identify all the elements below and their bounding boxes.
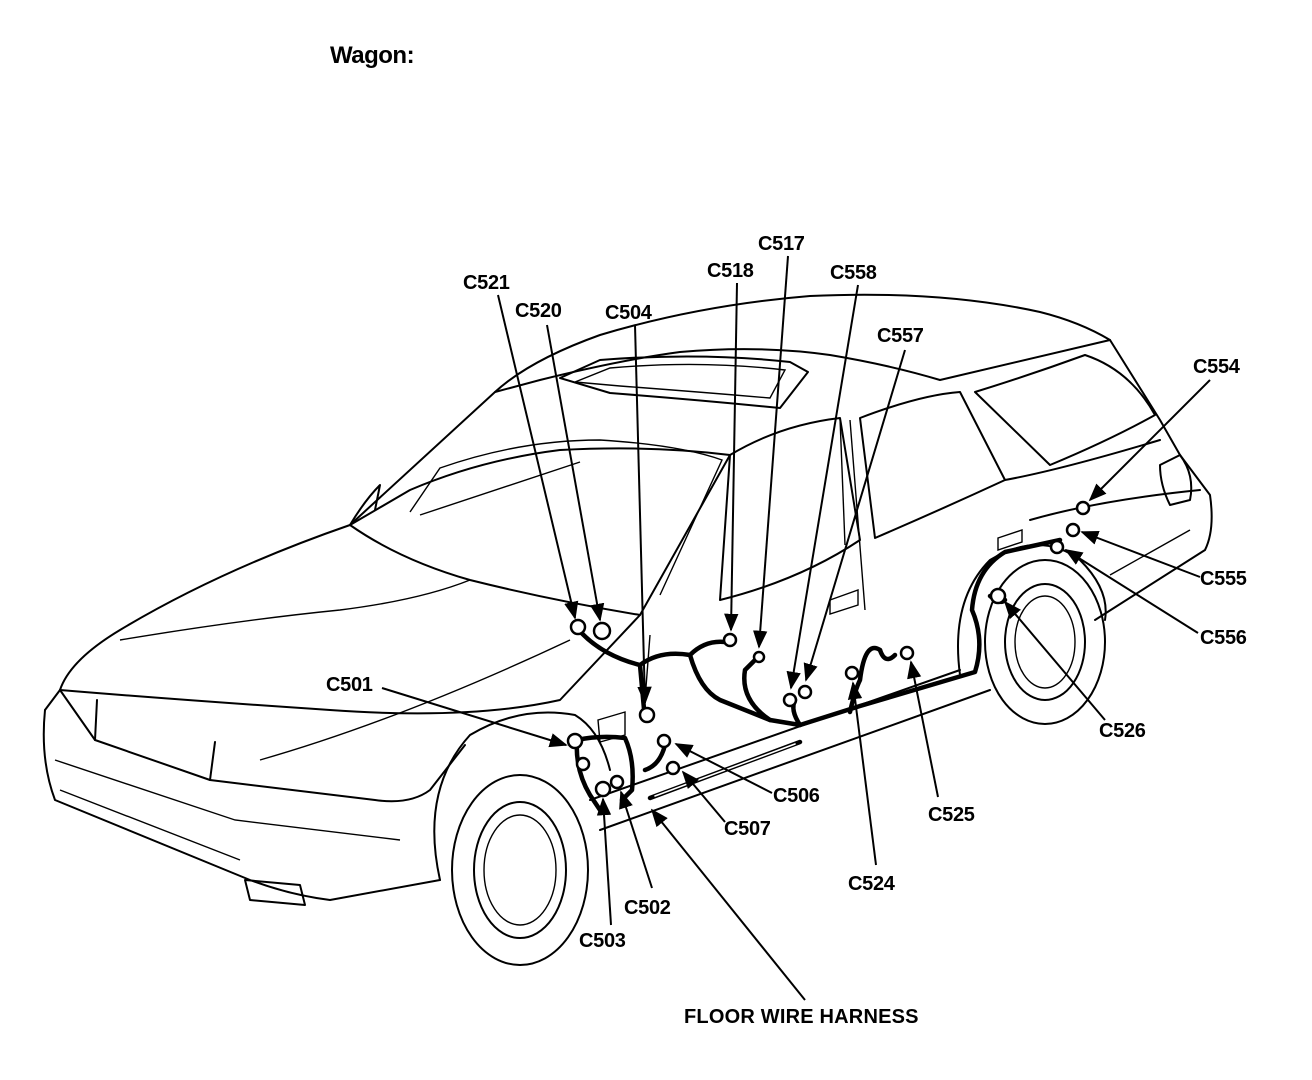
label-c502: C502: [624, 897, 671, 919]
connector-c526: [989, 587, 1007, 605]
connector-c504: [638, 706, 656, 724]
label-c518: C518: [707, 260, 754, 282]
connectors: [566, 500, 1091, 798]
diagram-title: Wagon:: [330, 42, 415, 69]
connector-c520: [592, 621, 612, 641]
label-c507: C507: [724, 818, 771, 840]
connector-c501b: [575, 756, 591, 772]
label-c503: C503: [579, 930, 626, 952]
label-c517: C517: [758, 233, 805, 255]
label-c506: C506: [773, 785, 820, 807]
label-c556: C556: [1200, 627, 1247, 649]
connector-c555: [1065, 522, 1081, 538]
leader-lines: [381, 255, 1211, 1001]
label-c554: C554: [1193, 356, 1240, 378]
connector-c507: [665, 760, 681, 776]
connector-c501: [566, 732, 584, 750]
label-c555: C555: [1200, 568, 1247, 590]
label-c557: C557: [877, 325, 924, 347]
label-c520: C520: [515, 300, 562, 322]
connector-c556: [1049, 539, 1065, 555]
connector-c502: [609, 774, 625, 790]
car-body-outline: [42, 293, 1213, 966]
connector-c554: [1075, 500, 1091, 516]
connector-c503: [594, 780, 612, 798]
label-c504: C504: [605, 302, 652, 324]
label-c558: C558: [830, 262, 877, 284]
connector-c524: [844, 665, 860, 681]
connector-c506: [656, 733, 672, 749]
label-c526: C526: [1099, 720, 1146, 742]
connector-c518: [722, 632, 738, 648]
label-c524: C524: [848, 873, 895, 895]
connector-c557: [797, 684, 813, 700]
label-c501: C501: [326, 674, 373, 696]
floor-wire-harness-label: FLOOR WIRE HARNESS: [684, 1006, 919, 1028]
label-c525: C525: [928, 804, 975, 826]
connector-c521: [569, 618, 587, 636]
label-c521: C521: [463, 272, 510, 294]
floor-wire-harness-routing: [574, 537, 1063, 813]
connector-c517: [752, 650, 766, 664]
connector-c525: [899, 645, 915, 661]
connector-c558: [782, 692, 798, 708]
